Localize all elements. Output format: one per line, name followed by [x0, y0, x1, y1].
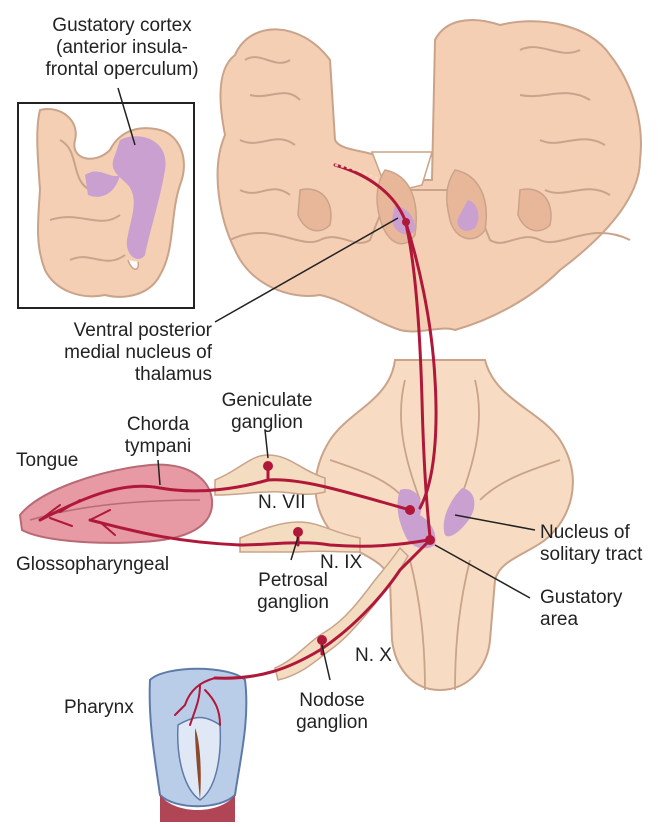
solitary-thalamic-fiber: [403, 218, 432, 539]
geniculate-ganglion-dot: [263, 461, 273, 471]
label-tongue: Tongue: [16, 450, 79, 471]
label-nodose-line2: ganglion: [296, 712, 368, 733]
label-vpm: Ventral posterior medial nucleus of thal…: [30, 320, 212, 386]
chorda-tympani-fiber: [38, 478, 412, 522]
label-gustatory-cortex: Gustatory cortex (anterior insula- front…: [22, 15, 222, 81]
nerve-fibers: [38, 163, 438, 726]
thalamocortical-fiber: [333, 163, 438, 510]
leader-nodose: [321, 644, 331, 681]
leader-vpm: [214, 217, 399, 323]
label-vpm-line3: thalamus: [134, 364, 212, 385]
label-chorda-tympani: Chorda tympani: [108, 414, 208, 458]
label-pharynx: Pharynx: [64, 697, 134, 718]
tongue: [18, 463, 214, 544]
label-nts-line1: Nucleus of: [540, 522, 630, 543]
cortex-inset: [17, 102, 195, 309]
label-n10: N. X: [355, 645, 392, 666]
fiber-dash-overlay: [334, 164, 381, 181]
label-gustatory-area-line1: Gustatory: [540, 587, 623, 608]
label-gustatory-cortex-line1: Gustatory cortex: [52, 15, 192, 36]
label-petrosal: Petrosal ganglion: [243, 570, 343, 614]
pharynx-tissue: [160, 795, 235, 822]
label-glossopharyngeal: Glossopharyngeal: [16, 554, 170, 575]
vagus-fiber: [213, 540, 430, 680]
label-n7: N. VII: [258, 492, 306, 513]
tongue-branches: [39, 499, 116, 536]
brainstem: [314, 359, 574, 692]
label-gustatory-cortex-line2: (anterior insula-: [56, 37, 188, 58]
inset-gustatory-region: [112, 136, 166, 260]
label-chorda-line2: tympani: [124, 436, 192, 457]
leader-chorda: [157, 459, 161, 486]
inset-insula: [85, 171, 120, 197]
inset-sulci: [49, 139, 126, 262]
vpm-nucleus-right: [457, 200, 479, 231]
brain-sulci: [239, 46, 611, 196]
n10-sheath: [274, 546, 409, 681]
label-n9: N. IX: [320, 552, 363, 573]
glossopharyngeal-fiber: [88, 518, 430, 548]
label-petrosal-line1: Petrosal: [258, 570, 328, 591]
ganglion-dots: [263, 218, 435, 645]
leader-geniculate: [264, 429, 269, 459]
label-chorda-line1: Chorda: [126, 414, 190, 435]
brainstem-contours: [329, 379, 561, 691]
label-gustatory-cortex-line3: frontal operculum): [45, 59, 199, 80]
leader-lines: [117, 87, 536, 681]
petrosal-ganglion-dot: [293, 527, 303, 537]
right-putamen: [517, 188, 552, 232]
gustatory-area-dot: [425, 535, 435, 545]
nts-synapse-dot: [405, 505, 415, 515]
epiglottis: [195, 728, 201, 800]
brain-lower-contour: [229, 189, 631, 244]
leader-gustatory-area: [434, 544, 531, 599]
brain-outline: [216, 19, 642, 333]
label-nodose: Nodose ganglion: [282, 690, 382, 734]
label-nodose-line1: Nodose: [299, 690, 365, 711]
label-geniculate: Geniculate ganglion: [212, 390, 322, 434]
vpm-synapse-dot: [402, 218, 410, 226]
solitary-nucleus-left: [397, 489, 436, 549]
leader-cortex: [117, 87, 136, 146]
label-vpm-line2: medial nucleus of: [64, 342, 212, 363]
leader-petrosal: [290, 536, 299, 561]
label-geniculate-line1: Geniculate: [221, 390, 313, 411]
leader-nts: [454, 514, 536, 531]
left-putamen: [297, 188, 332, 232]
label-nts: Nucleus of solitary tract: [540, 522, 642, 566]
label-gustatory-area: Gustatory area: [540, 587, 622, 631]
pharynx-branches: [174, 677, 221, 726]
label-geniculate-line2: ganglion: [231, 412, 303, 433]
label-gustatory-area-line2: area: [540, 609, 579, 630]
label-vpm-line1: Ventral posterior: [73, 320, 212, 341]
label-petrosal-line2: ganglion: [257, 592, 329, 613]
nodose-ganglion-dot: [317, 635, 327, 645]
inset-ventricle: [127, 259, 140, 270]
solitary-nucleus-right: [443, 488, 475, 537]
pharynx: [148, 667, 248, 822]
label-nts-line2: solitary tract: [540, 544, 643, 565]
